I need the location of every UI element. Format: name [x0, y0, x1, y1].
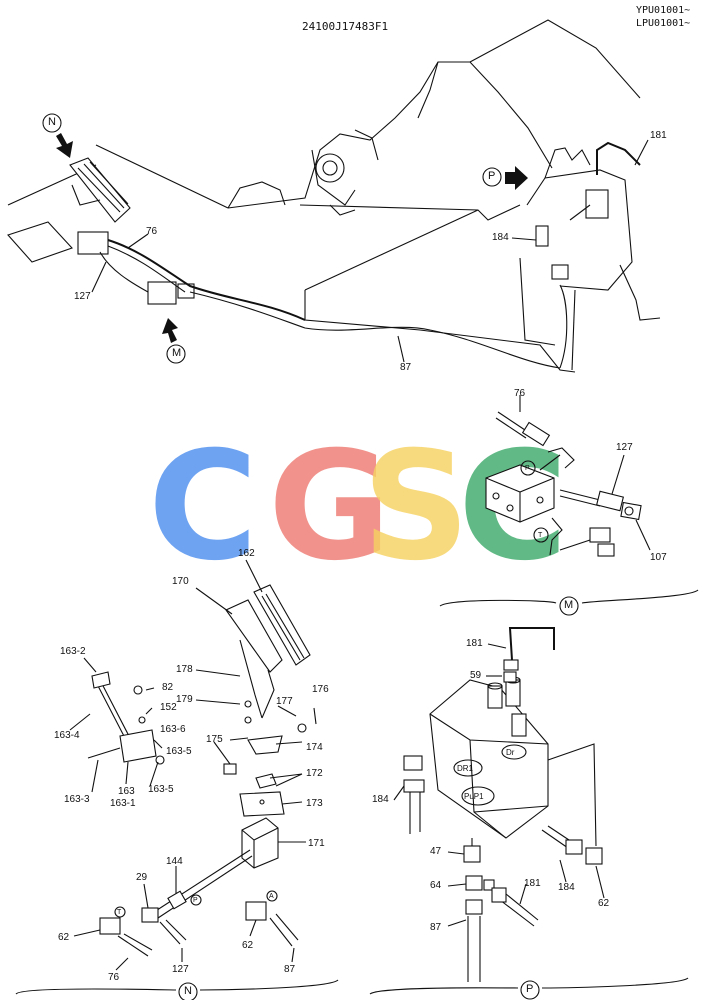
- pedal-assembly-overview: [7, 157, 195, 305]
- label-62-left: 62: [58, 932, 70, 943]
- label-173: 173: [306, 798, 323, 809]
- label-76-detail-n: 76: [108, 972, 120, 983]
- label-162: 162: [238, 548, 255, 559]
- label-163-5-lower: 163-5: [148, 784, 174, 795]
- label-181-detail-p-top: 181: [466, 638, 483, 649]
- view-marker-m: [162, 318, 186, 364]
- port-t-detail-m: T: [538, 532, 543, 539]
- label-127-detail-n: 127: [172, 964, 189, 975]
- detail-n-drawing: [15, 559, 339, 1000]
- label-76-overview: 76: [146, 226, 158, 237]
- label-163: 163: [118, 786, 135, 797]
- label-107-detail-m: 107: [650, 552, 667, 563]
- watermark-letter-s: S: [362, 420, 471, 594]
- label-152: 152: [160, 702, 177, 713]
- label-177: 177: [276, 696, 293, 707]
- label-87-detail-n: 87: [284, 964, 296, 975]
- label-172: 172: [306, 768, 323, 779]
- watermark-letter-g: G: [268, 420, 392, 594]
- port-a-detail-n: A: [269, 893, 274, 900]
- watermark-letter-c1: C: [148, 420, 259, 594]
- label-144: 144: [166, 856, 183, 867]
- label-163-1: 163-1: [110, 798, 136, 809]
- serial-range-2: LPU01001~: [636, 18, 691, 29]
- view-marker-m-label: M: [172, 347, 182, 359]
- label-184-detail-p-right: 184: [558, 882, 575, 893]
- port-dr1: DR1: [457, 764, 474, 773]
- label-87-overview: 87: [400, 362, 412, 373]
- label-62-center: 62: [242, 940, 254, 951]
- label-62-detail-p: 62: [598, 898, 610, 909]
- detail-p-drawing: [369, 627, 689, 1000]
- detail-n-title: N: [184, 985, 192, 997]
- label-163-4: 163-4: [54, 730, 80, 741]
- label-82: 82: [162, 682, 174, 693]
- label-178: 178: [176, 664, 193, 675]
- label-171: 171: [308, 838, 325, 849]
- port-pup1: PuP1: [464, 792, 484, 801]
- label-127-detail-m: 127: [616, 442, 633, 453]
- label-176: 176: [312, 684, 329, 695]
- port-p-detail-m: P: [525, 465, 530, 472]
- label-87-detail-p: 87: [430, 922, 442, 933]
- label-181-detail-p-bottom: 181: [524, 878, 541, 889]
- label-127-overview: 127: [74, 291, 91, 302]
- label-163-5-upper: 163-5: [166, 746, 192, 757]
- port-t-detail-n: T: [117, 909, 122, 916]
- port-p-detail-n: P: [193, 897, 198, 904]
- label-163-6: 163-6: [160, 724, 186, 735]
- drawing-number: 24100J17483F1: [302, 20, 389, 33]
- view-marker-n: [42, 113, 73, 158]
- label-175: 175: [206, 734, 223, 745]
- label-29: 29: [136, 872, 148, 883]
- machine-frame-outline: [7, 19, 641, 373]
- label-163-3: 163-3: [64, 794, 90, 805]
- label-181-overview: 181: [650, 130, 667, 141]
- port-dr: Dr: [506, 748, 515, 757]
- label-170: 170: [172, 576, 189, 587]
- label-174: 174: [306, 742, 323, 753]
- serial-range-1: YPU01001~: [636, 5, 691, 16]
- label-59: 59: [470, 670, 482, 681]
- label-163-2: 163-2: [60, 646, 86, 657]
- detail-m-drawing: [439, 395, 699, 616]
- label-184-detail-p-left: 184: [372, 794, 389, 805]
- label-179: 179: [176, 694, 193, 705]
- label-76-detail-m: 76: [514, 388, 526, 399]
- view-marker-n-label: N: [48, 116, 56, 128]
- view-marker-p: [482, 166, 528, 190]
- label-47: 47: [430, 846, 442, 857]
- hose-routing-overview: [99, 239, 568, 369]
- control-valve-overview: [519, 141, 661, 371]
- view-marker-p-label: P: [488, 170, 496, 182]
- detail-p-title: P: [526, 983, 534, 995]
- label-184-overview: 184: [492, 232, 509, 243]
- detail-m-title: M: [564, 599, 574, 611]
- label-64: 64: [430, 880, 442, 891]
